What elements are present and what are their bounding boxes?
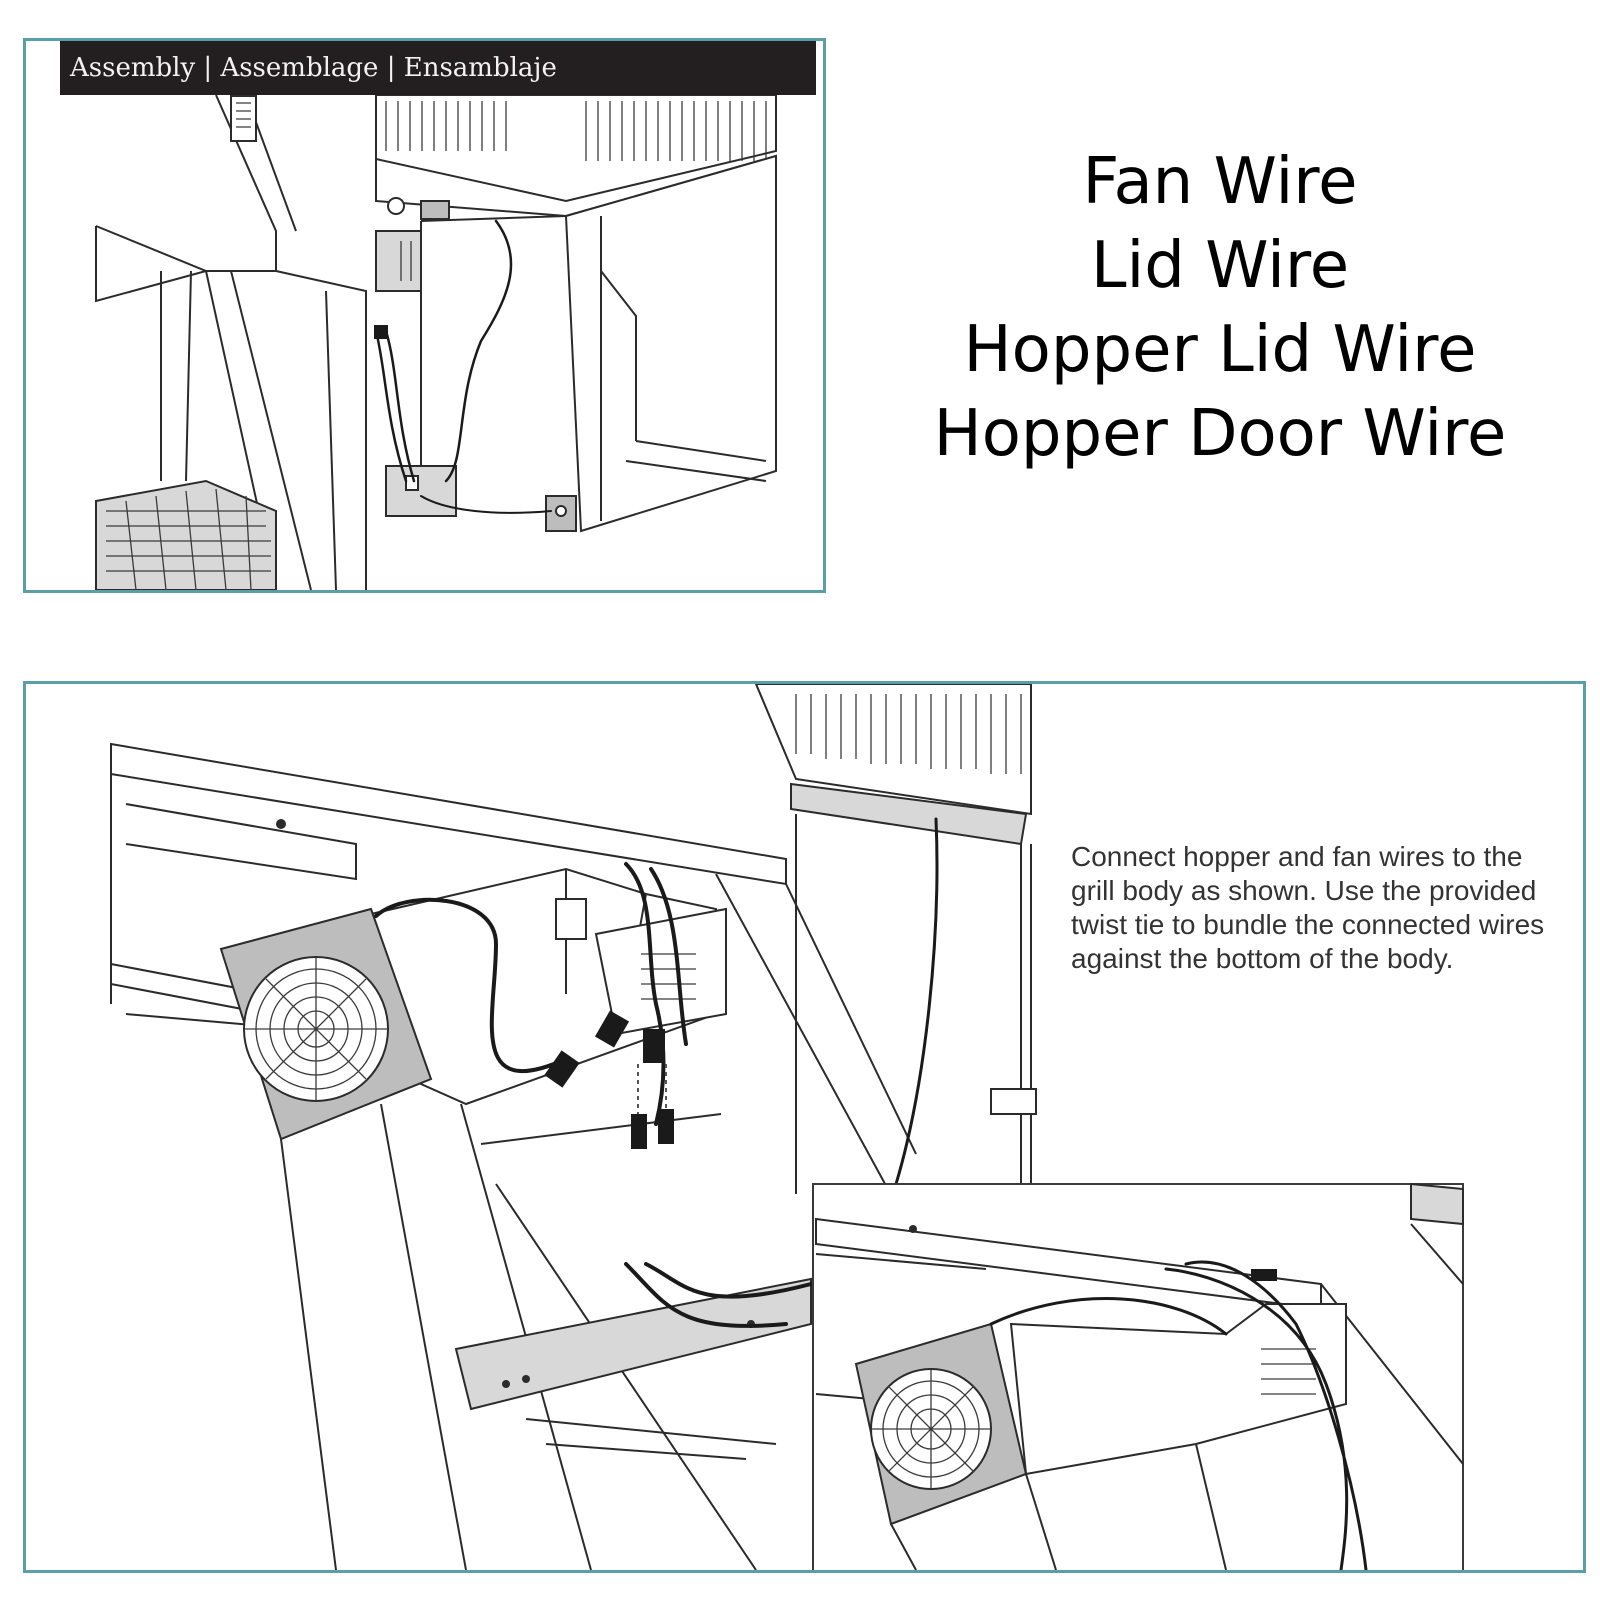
fan-wiring-illustration xyxy=(110,684,1464,1570)
wire-label-hopper-door: Hopper Door Wire xyxy=(933,397,1507,471)
wire-label-lid: Lid Wire xyxy=(1090,229,1350,303)
wire-label-list: Fan Wire Lid Wire Hopper Lid Wire Hopper… xyxy=(900,140,1540,476)
assembly-header: Assembly | Assemblage | Ensamblaje xyxy=(60,41,816,95)
hopper-wiring-illustration xyxy=(95,94,777,590)
top-diagram-panel: Assembly | Assemblage | Ensamblaje xyxy=(23,38,826,593)
bottom-diagram-panel xyxy=(23,681,1586,1573)
instruction-text: Connect hopper and fan wires to the gril… xyxy=(1071,841,1545,974)
wire-label-hopper-lid: Hopper Lid Wire xyxy=(963,313,1477,387)
wire-label-fan: Fan Wire xyxy=(1082,145,1358,219)
